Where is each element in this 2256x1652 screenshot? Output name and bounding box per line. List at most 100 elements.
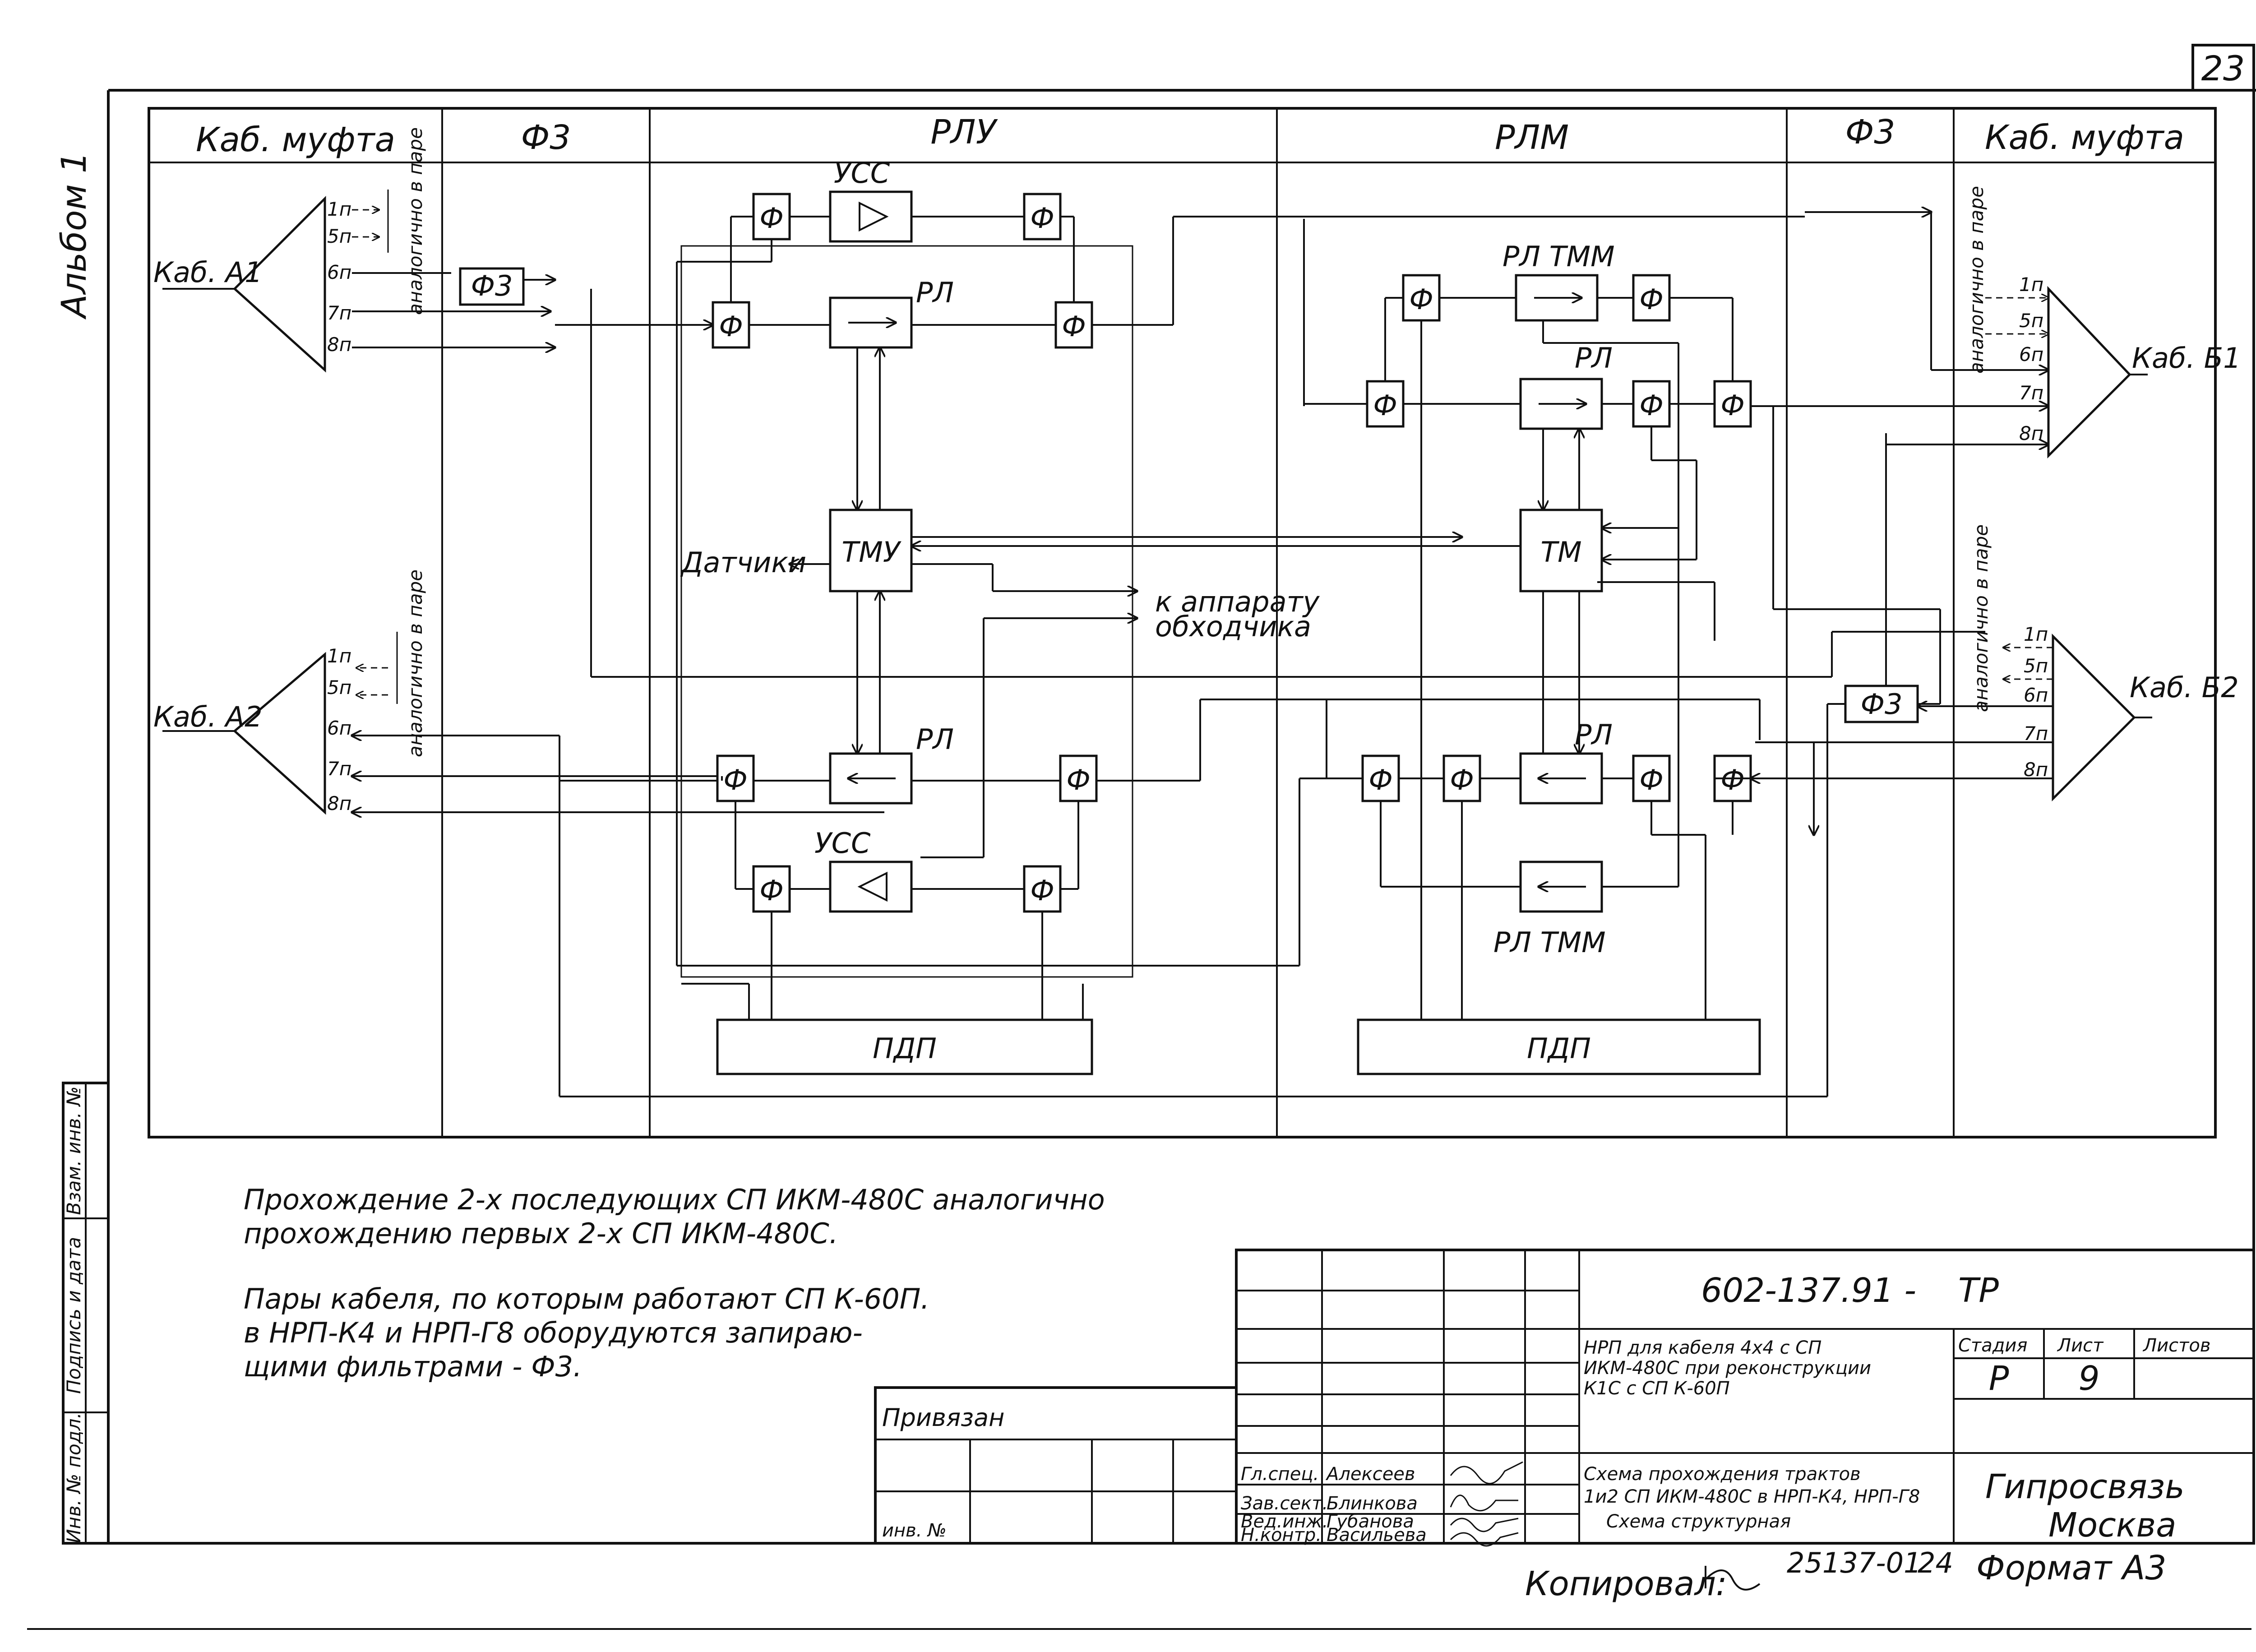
copied-label: Копировал: bbox=[1525, 1564, 1727, 1603]
footer: Копировал: 25137-01 24 Формат А3 bbox=[1525, 1546, 2166, 1603]
rlm-filter-9: Ф bbox=[1720, 764, 1744, 796]
rlm-filter-1: Ф bbox=[1409, 283, 1433, 316]
cable-a1-label: Каб. А1 bbox=[153, 256, 263, 289]
a1-pair-note: аналогично в паре bbox=[404, 127, 426, 315]
cable-b2-label: Каб. Б2 bbox=[2130, 671, 2239, 704]
rlm-rl-tmm-bottom-label: РЛ ТММ bbox=[1493, 926, 1606, 959]
rlu-usc-bottom-label: УСС bbox=[814, 827, 871, 860]
rlm-rl-bottom-label: РЛ bbox=[1575, 718, 1613, 751]
rlm-rl-top-label: РЛ bbox=[1575, 342, 1613, 375]
rlu-tmu: ТМУ bbox=[841, 536, 901, 569]
col-header-f3-left: Ф3 bbox=[521, 118, 571, 157]
rlu-usc-top-label: УСС bbox=[834, 157, 890, 190]
b2-pair-5: 5п bbox=[2024, 655, 2048, 677]
col-header-rlm: РЛМ bbox=[1495, 118, 1569, 157]
sensors-label: Датчики bbox=[680, 546, 806, 579]
rlu-filter-6: Ф bbox=[1066, 764, 1090, 796]
rlu-filter-8: Ф bbox=[1030, 874, 1054, 907]
copier-signature bbox=[1705, 1566, 1761, 1591]
a2-pair-6: 6п bbox=[327, 717, 351, 739]
cable-b1-label: Каб. Б1 bbox=[2132, 342, 2241, 375]
inv-label: инв. № bbox=[882, 1520, 947, 1541]
sheet-value: 9 bbox=[2078, 1359, 2099, 1398]
rlm-filter-8: Ф bbox=[1639, 764, 1663, 796]
rlm-filter-6: Ф bbox=[1368, 764, 1392, 796]
rlu-filter-4: Ф bbox=[1062, 310, 1086, 343]
name-4: Васильева bbox=[1327, 1525, 1427, 1546]
name-3: Губанова bbox=[1327, 1511, 1414, 1532]
a1-pair-6: 6п bbox=[327, 261, 351, 283]
walker-label-2: обходчика bbox=[1155, 610, 1311, 643]
page-number: 24 bbox=[1918, 1546, 1953, 1579]
rlm-filter-7: Ф bbox=[1450, 764, 1474, 796]
desc2-line1: Схема прохождения трактов bbox=[1584, 1464, 1861, 1485]
b2-pair-note: аналогично в паре bbox=[1970, 524, 1992, 712]
role-4: Н.контр. bbox=[1241, 1525, 1322, 1546]
b2-pair-6: 6п bbox=[2024, 684, 2048, 706]
rlm-tm: ТМ bbox=[1540, 536, 1581, 569]
role-1: Гл.спец. bbox=[1241, 1464, 1319, 1485]
note-line-4: в НРП-К4 и НРП-Г8 оборудуются запираю- bbox=[244, 1316, 863, 1349]
note-line-1: Прохождение 2-х последующих СП ИКМ-480С … bbox=[244, 1183, 1105, 1216]
role-3: Вед.инж. bbox=[1241, 1511, 1328, 1532]
sheet-number: 23 bbox=[2201, 48, 2245, 88]
a1-pair-7: 7п bbox=[327, 302, 351, 324]
cable-a2-label: Каб. А2 bbox=[153, 700, 263, 733]
b1-pair-note: аналогично в паре bbox=[1965, 186, 1988, 374]
rlm-pdp: ПДП bbox=[1527, 1032, 1591, 1065]
col-header-cable-right: Каб. муфта bbox=[1985, 118, 2184, 157]
note-line-5: щими фильтрами - Ф3. bbox=[244, 1350, 582, 1383]
rlu-pdp: ПДП bbox=[873, 1032, 937, 1065]
walker-label-1: к аппарату bbox=[1155, 585, 1320, 618]
title-block: Привязан инв. № Гл.спец. Зав.сект. Вед.и… bbox=[874, 1249, 2255, 1547]
desc1-line1: НРП для кабеля 4х4 с СП bbox=[1584, 1337, 1821, 1358]
rlm-filter-2: Ф bbox=[1639, 283, 1663, 316]
f3-left-label: Ф3 bbox=[471, 269, 513, 302]
a2-pair-8: 8п bbox=[327, 792, 351, 814]
b2-pair-8: 8п bbox=[2024, 759, 2048, 781]
notes: Прохождение 2-х последующих СП ИКМ-480С … bbox=[244, 1183, 1105, 1383]
f3-filter-right: Ф3 bbox=[1844, 685, 1919, 723]
rlu-filter-2: Ф bbox=[1030, 202, 1054, 235]
order-number: 25137-01 bbox=[1787, 1546, 1922, 1579]
signature-1 bbox=[1450, 1461, 1523, 1485]
doc-suffix: ТР bbox=[1958, 1271, 1999, 1310]
diagram-grid: Каб. муфта Ф3 РЛУ РЛМ Ф3 Каб. муфта bbox=[148, 107, 2217, 1138]
rlu-filter-1: Ф bbox=[759, 202, 783, 235]
a2-pair-7: 7п bbox=[327, 758, 351, 780]
rlm-section: РЛ ТММ Ф Ф РЛ Ф Ф Ф ТМ РЛ Ф Ф Ф Ф РЛ ТММ… bbox=[1303, 219, 1761, 1075]
org-name: Гипросвязь bbox=[1985, 1467, 2185, 1506]
a1-pair-1: 1п bbox=[327, 198, 351, 220]
org-city: Москва bbox=[2048, 1506, 2176, 1545]
desc2-line2: 1и2 СП ИКМ-480С в НРП-К4, НРП-Г8 bbox=[1584, 1486, 1920, 1507]
stamp-vzam: Взам. инв. № bbox=[63, 1086, 85, 1215]
a2-pair-note: аналогично в паре bbox=[404, 569, 426, 757]
sheet-frame: 23 Альбом 1 bbox=[27, 44, 2256, 1630]
signature-4 bbox=[1450, 1532, 1519, 1547]
f3-right-label: Ф3 bbox=[1861, 688, 1903, 721]
a2-pair-5: 5п bbox=[327, 676, 351, 699]
trunk-connections bbox=[559, 262, 1985, 1097]
rlu-filter-5: Ф bbox=[723, 764, 747, 796]
f3-filter-left: Ф3 bbox=[459, 267, 555, 306]
a1-pair-8: 8п bbox=[327, 333, 351, 356]
a1-pair-5: 5п bbox=[327, 225, 351, 247]
stage-header: Стадия bbox=[1958, 1335, 2027, 1356]
rlu-section: Ф Ф Ф Ф УСС РЛ ТМУ Датчики РЛ УСС Ф Ф Ф … bbox=[555, 157, 1805, 1075]
b1-pair-6: 6п bbox=[2019, 343, 2043, 366]
stamp-inv-podl: Инв. № подл. bbox=[63, 1412, 85, 1543]
doc-code: 602-137.91 - bbox=[1701, 1271, 1916, 1310]
sheets-header: Листов bbox=[2142, 1335, 2210, 1356]
a2-pair-1: 1п bbox=[327, 645, 351, 667]
b2-pair-1: 1п bbox=[2024, 623, 2048, 645]
desc1-line3: К1С с СП К-60П bbox=[1584, 1378, 1730, 1399]
rlm-rl-tmm-top-label: РЛ ТММ bbox=[1502, 240, 1615, 273]
desc2-line3: Схема структурная bbox=[1606, 1511, 1791, 1532]
album-label: Альбом 1 bbox=[54, 152, 94, 320]
signature-3 bbox=[1450, 1518, 1519, 1532]
name-1: Алексеев bbox=[1325, 1464, 1415, 1485]
sheet-header: Лист bbox=[2057, 1335, 2104, 1356]
cable-b1: Каб. Б1 1п 5п 6п 7п 8п аналогично в паре bbox=[1773, 186, 2241, 459]
rlm-filter-5: Ф bbox=[1720, 389, 1744, 422]
